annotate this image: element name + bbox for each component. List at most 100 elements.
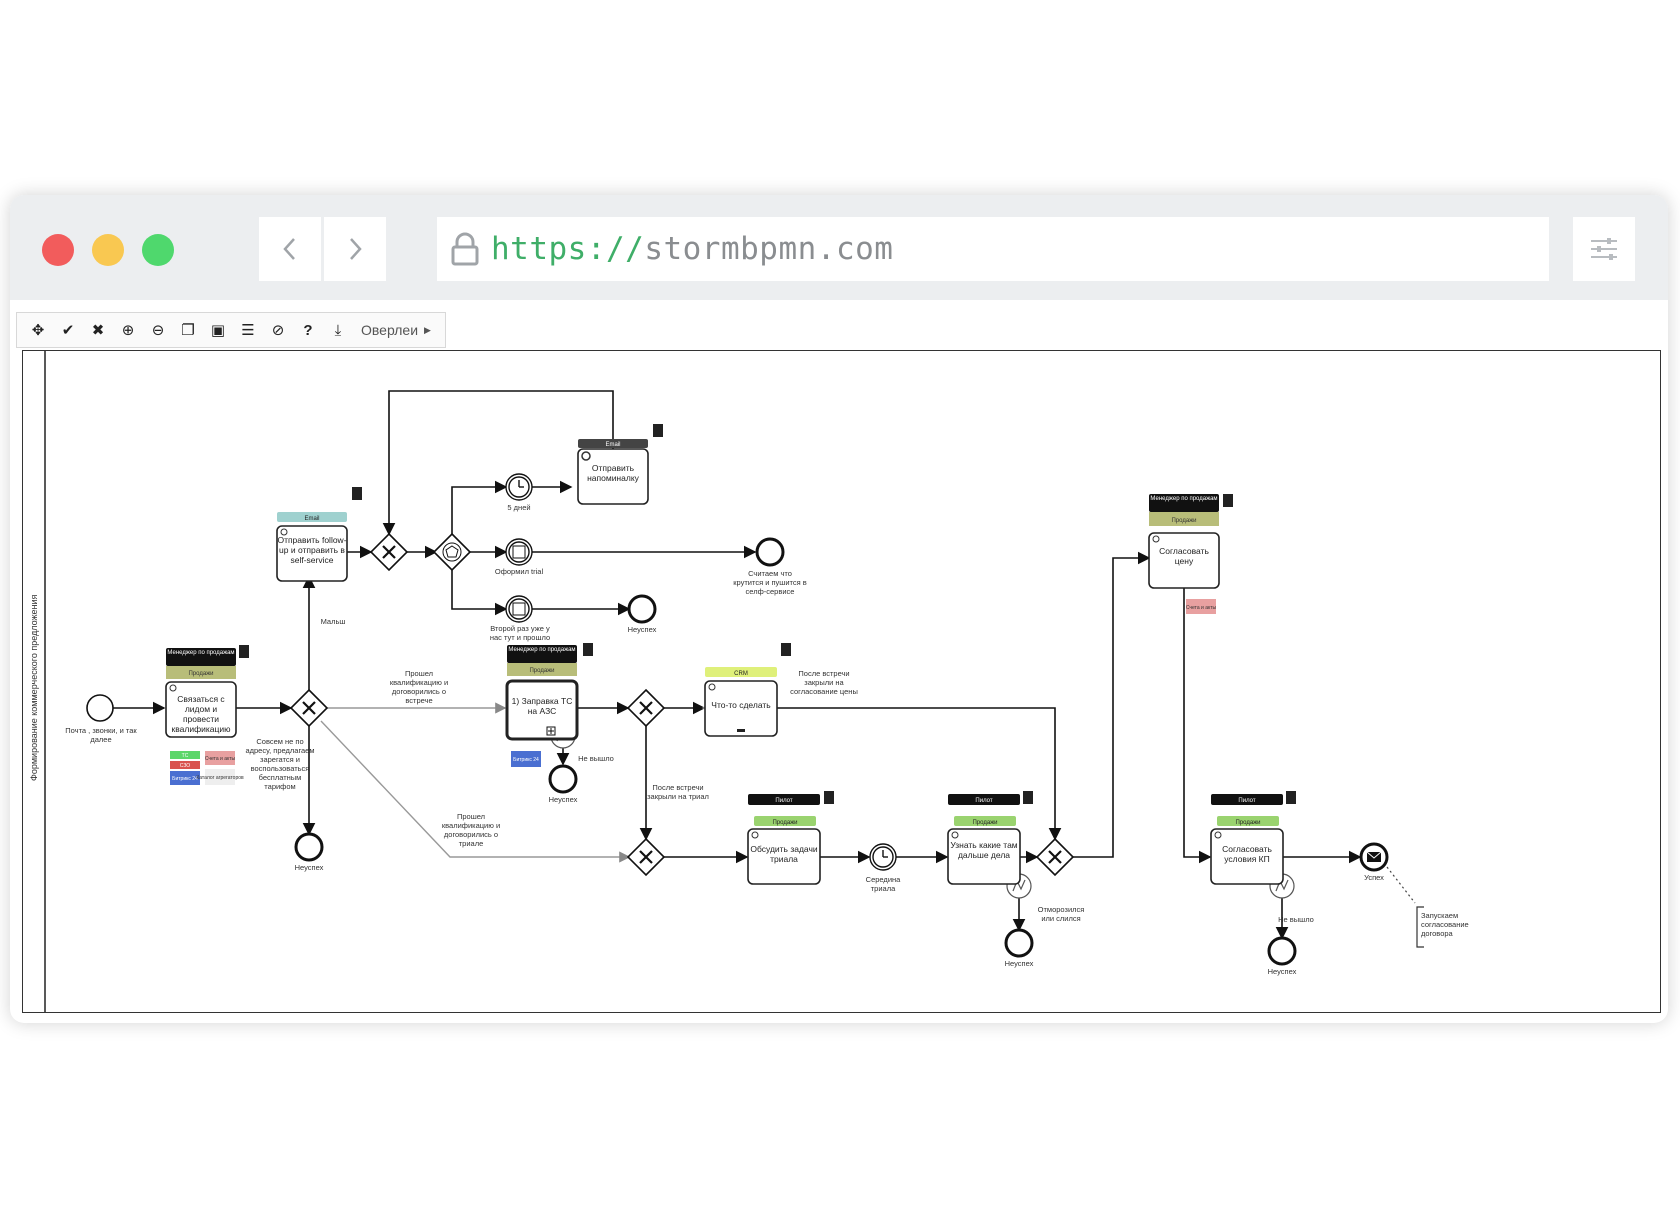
zoom-out-icon: ⊖ <box>151 322 165 339</box>
task-discuss-label: Обсудить задачи триала <box>750 844 818 864</box>
task-contact-lead[interactable] <box>165 681 237 738</box>
flow-qualified-meeting-label: Прошел квалификацию и договорились о вст… <box>389 669 449 705</box>
flow-after-meeting-trial-label: После встречи закрыли на триал <box>647 783 709 801</box>
cond-second-label: Второй раз уже у нас тут и прошло <box>489 624 551 642</box>
task-reminder[interactable] <box>577 448 649 505</box>
back-button[interactable] <box>259 217 321 281</box>
end-event-fail-3[interactable] <box>548 764 578 794</box>
flow-not-worked-label-1: Не вышло <box>578 754 614 763</box>
list-button[interactable]: ☰ <box>233 315 263 345</box>
task-refuel[interactable] <box>505 679 579 741</box>
conditional-event-trial[interactable] <box>505 538 533 566</box>
flow-wrong-address-label: Совсем не по адресу, предлагаем зарегатс… <box>245 737 315 791</box>
lightning-icon <box>1275 879 1289 892</box>
paste-button[interactable]: ▣ <box>203 315 233 345</box>
sliders-icon <box>1591 238 1617 260</box>
chevron-left-icon <box>283 238 295 260</box>
end-fail-3-label: Неуспех <box>548 795 578 804</box>
zoom-out-button[interactable]: ⊖ <box>143 315 173 345</box>
lightning-icon <box>1012 879 1026 892</box>
timer-5days-label: 5 дней <box>507 503 531 512</box>
svg-text:Продажи: Продажи <box>529 668 554 674</box>
gear-icon <box>581 451 591 461</box>
check-circle-icon: ✔ <box>61 322 75 339</box>
minimize-window-button[interactable] <box>92 234 124 266</box>
bpmn-diagram: Формирование коммерческого предложения <box>29 351 1469 1012</box>
end-selfservice-label: Считаем что крутится и пушится в селф-се… <box>733 569 807 596</box>
flow-after-meeting-price-label: После встречи закрыли на согласование це… <box>790 669 858 696</box>
role-badge-contact: Менеджер по продажам Продажи <box>166 648 236 679</box>
svg-text:СЗО: СЗО <box>180 763 191 769</box>
task-agree-price-label: Согласовать цену <box>1159 546 1209 566</box>
conditional-event-second[interactable] <box>505 595 533 623</box>
flow-qualified-trial-label: Прошел квалификацию и договорились о три… <box>441 812 501 848</box>
download-button[interactable]: ⤓ <box>323 315 353 345</box>
caret-right-icon: ▶ <box>424 324 431 335</box>
tags-contact: TC СЗО Битрикс 24 Счета и акты Каталог а… <box>170 599 1217 785</box>
maximize-window-button[interactable] <box>142 234 174 266</box>
task-agree-terms[interactable] <box>1210 828 1284 885</box>
end-event-selfservice[interactable] <box>755 537 785 567</box>
svg-text:Пилот: Пилот <box>975 798 992 804</box>
address-bar[interactable]: https://stormbpmn.com <box>437 217 1549 281</box>
forward-button[interactable] <box>324 217 386 281</box>
svg-text:Менеджер по продажам: Менеджер по продажам <box>167 650 234 656</box>
bpmn-canvas[interactable]: Формирование коммерческого предложения <box>22 350 1661 1013</box>
task-learn-label: Узнать какие там дальше дела <box>950 840 1018 860</box>
zoom-in-button[interactable]: ⊕ <box>113 315 143 345</box>
end-event-fail-1[interactable] <box>294 832 324 862</box>
copy-button[interactable]: ❐ <box>173 315 203 345</box>
overlay-dropdown[interactable]: Оверлеи ▶ <box>353 322 439 338</box>
role-badge-refuel: Менеджер по продажам Продажи <box>507 645 577 676</box>
start-event[interactable] <box>86 694 114 722</box>
end-fail-1-label: Неуспех <box>294 863 324 872</box>
svg-text:TC: TC <box>182 753 189 759</box>
flow-small-label: Мальш <box>320 617 346 626</box>
browser-titlebar: https://stormbpmn.com <box>10 195 1668 300</box>
task-learn-next[interactable] <box>947 828 1021 885</box>
gateway-event-based[interactable] <box>432 532 472 572</box>
end-event-fail-4[interactable] <box>1004 928 1034 958</box>
annotation-contract: Запускаем согласование договора <box>1421 911 1469 938</box>
svg-text:Менеджер по продажам: Менеджер по продажам <box>1150 496 1217 502</box>
clear-button[interactable]: ✖ <box>83 315 113 345</box>
end-success-label: Успех <box>1364 873 1384 882</box>
close-window-button[interactable] <box>42 234 74 266</box>
collapsed-marker-icon <box>737 729 745 732</box>
end-event-fail-5[interactable] <box>1267 936 1297 966</box>
end-fail-5-label: Неуспех <box>1267 967 1297 976</box>
task-agree-price[interactable] <box>1148 532 1220 589</box>
end-fail-4-label: Неуспех <box>1004 959 1034 968</box>
lock-icon <box>451 232 479 266</box>
move-button[interactable]: ✥ <box>23 315 53 345</box>
url-scheme: https:// <box>491 231 645 267</box>
svg-text:Продажи: Продажи <box>188 671 213 677</box>
copy-icon: ❐ <box>181 322 195 339</box>
overlay-dropdown-label: Оверлеи <box>361 322 419 338</box>
end-event-fail-2[interactable] <box>627 594 657 624</box>
user-icon <box>169 528 1222 839</box>
validate-button[interactable]: ✔ <box>53 315 83 345</box>
timer-event-5days[interactable] <box>505 473 533 501</box>
task-discuss-trial[interactable] <box>747 828 821 885</box>
timer-event-mid-trial[interactable] <box>869 843 897 871</box>
task-reminder-label: Отправить напоминалку <box>587 463 639 483</box>
edit-doc-icon <box>239 424 1296 804</box>
settings-button[interactable] <box>1573 217 1635 281</box>
pool-label: Формирование коммерческого предложения <box>29 594 39 781</box>
svg-text:Продажи: Продажи <box>772 820 797 826</box>
pilot-badge-discuss: Пилот Продажи <box>748 794 820 826</box>
task-followup[interactable] <box>276 525 348 582</box>
task-refuel-label: 1) Заправка ТС на АЗС <box>511 696 573 716</box>
task-followup-label: Отправить follow-up и отправить в self-s… <box>277 535 347 565</box>
envelope-icon <box>1366 851 1382 862</box>
svg-text:Продажи: Продажи <box>1235 820 1260 826</box>
zoom-in-icon: ⊕ <box>121 322 135 339</box>
svg-text:Битрикс 24: Битрикс 24 <box>513 757 539 763</box>
svg-text:Email: Email <box>304 516 319 522</box>
svg-text:CRM: CRM <box>734 671 748 677</box>
disable-button[interactable]: ⊘ <box>263 315 293 345</box>
task-todo[interactable] <box>704 680 778 737</box>
task-contact-label: Связаться с лидом и провести квалификаци… <box>171 694 231 734</box>
help-button[interactable]: ? <box>293 315 323 345</box>
